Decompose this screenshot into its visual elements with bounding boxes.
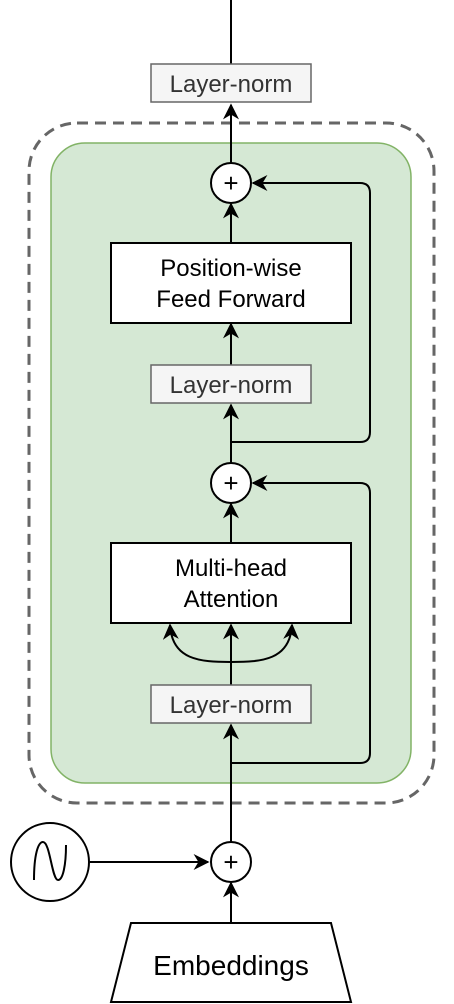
- attn-label-line1: Multi-head: [175, 555, 287, 582]
- residual-connection-2: [231, 175, 371, 443]
- attn-layer-norm-label: Layer-norm: [170, 692, 293, 719]
- add-node-1-symbol: +: [223, 168, 238, 198]
- attn-label-line2: Attention: [184, 586, 279, 613]
- add-node-1: +: [210, 162, 252, 204]
- add-node-3: +: [210, 841, 252, 883]
- add-node-3-symbol: +: [223, 847, 238, 877]
- ffn-layer-norm-label: Layer-norm: [170, 372, 293, 399]
- top-layer-norm: Layer-norm: [150, 63, 312, 103]
- embeddings-block: Embeddings: [109, 922, 353, 1003]
- add-node-2-symbol: +: [223, 468, 238, 498]
- embeddings-label: Embeddings: [153, 950, 309, 981]
- positional-encoding: [10, 822, 90, 902]
- ffn-layer-norm: Layer-norm: [150, 364, 312, 404]
- feed-forward-box: Position-wise Feed Forward: [110, 242, 352, 324]
- add-node-2: +: [210, 462, 252, 504]
- attn-value-arrow: [230, 623, 300, 663]
- attn-layer-norm: Layer-norm: [150, 684, 312, 724]
- attention-box: Multi-head Attention: [110, 542, 352, 624]
- attn-key-arrow: [162, 623, 232, 663]
- ffn-label-line2: Feed Forward: [156, 286, 305, 313]
- ffn-label-line1: Position-wise: [160, 255, 301, 282]
- residual-connection-1: [231, 475, 371, 764]
- top-layer-norm-label: Layer-norm: [170, 71, 293, 98]
- sine-wave-icon: [33, 840, 67, 882]
